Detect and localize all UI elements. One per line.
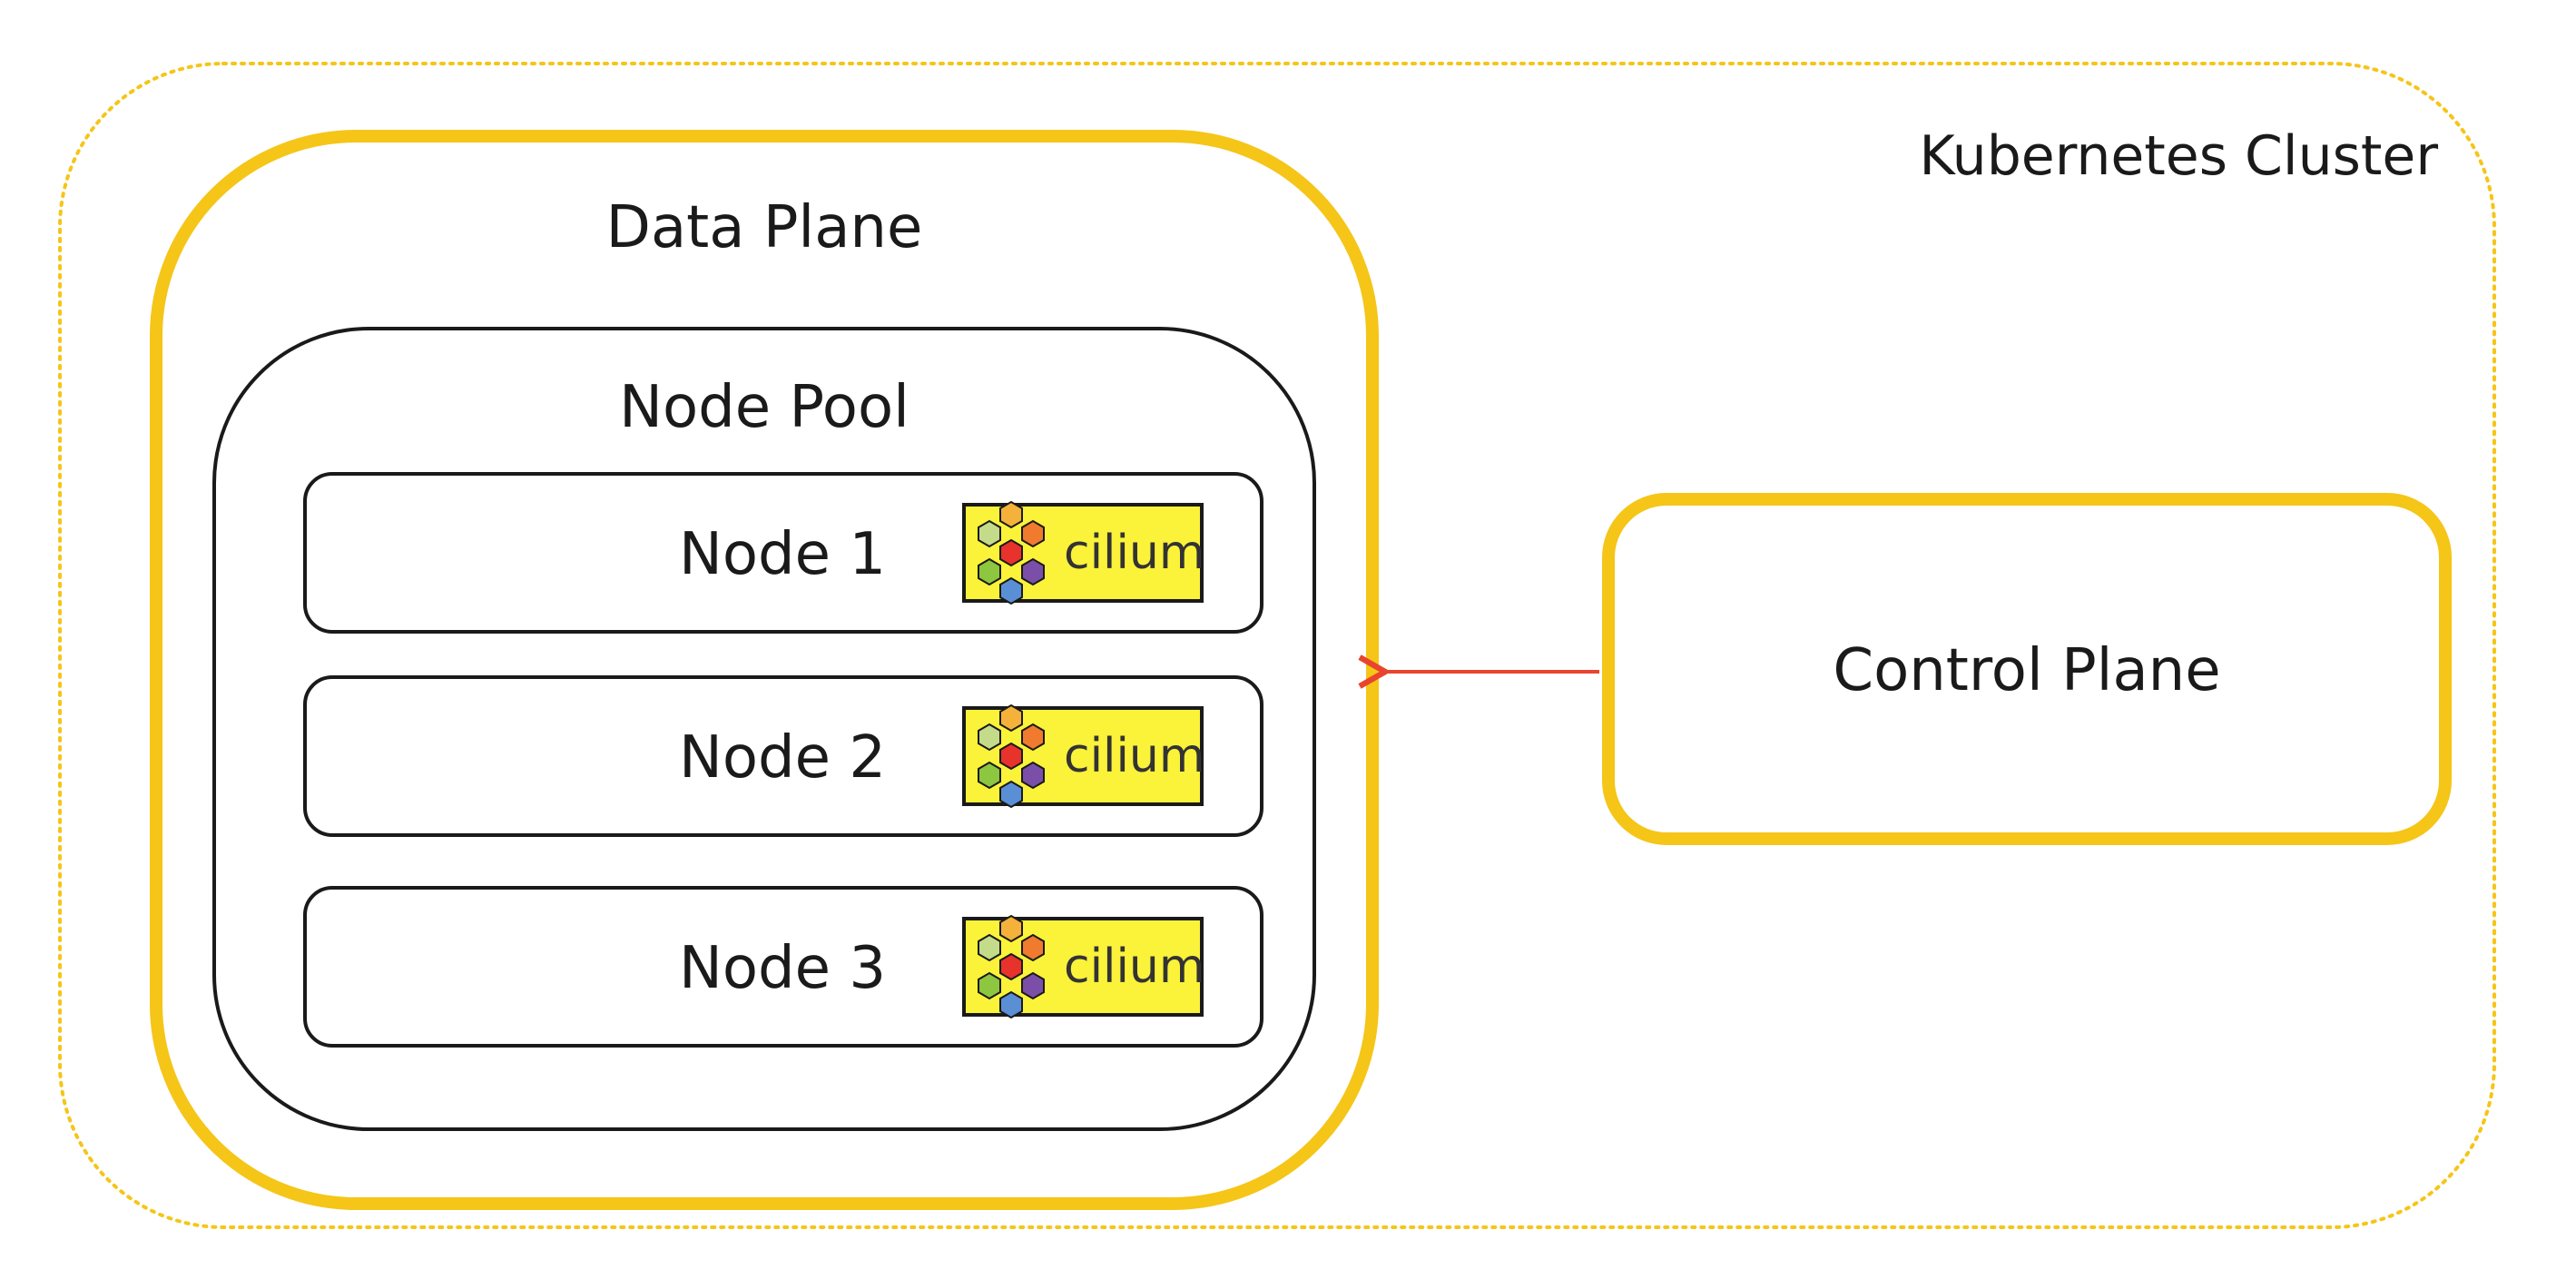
control-plane-label: Control Plane — [1833, 637, 2220, 704]
node-1-box — [303, 472, 1263, 634]
node-2-label: Node 2 — [679, 724, 886, 792]
cilium-badge: cilium — [962, 914, 1205, 1019]
control-plane-box — [1602, 493, 2452, 845]
cilium-hexagon-logo-icon — [978, 914, 1045, 1019]
cilium-badge-label: cilium — [1064, 526, 1205, 580]
cilium-badge-label: cilium — [1064, 940, 1205, 994]
node-pool: Node Pool Node 1 cilium — [212, 327, 1316, 1131]
kubernetes-cluster-label: Kubernetes Cluster — [1919, 124, 2438, 188]
node-3-label: Node 3 — [679, 935, 886, 1002]
cilium-badge: cilium — [962, 703, 1205, 809]
node-pool-box — [212, 327, 1316, 1131]
cilium-badge: cilium — [962, 500, 1205, 605]
node-3: Node 3 cilium — [303, 886, 1263, 1048]
node-1-label: Node 1 — [679, 521, 886, 588]
data-plane: Data Plane Node Pool Node 1 — [150, 130, 1379, 1210]
cilium-hexagon-logo-icon — [978, 500, 1045, 605]
control-plane: Control Plane — [1602, 493, 2452, 845]
node-1: Node 1 cilium — [303, 472, 1263, 634]
kubernetes-cluster: Kubernetes Cluster — [58, 62, 2496, 1229]
data-plane-label: Data Plane — [606, 194, 923, 261]
node-2: Node 2 cilium — [303, 675, 1263, 837]
node-2-box — [303, 675, 1263, 837]
cilium-hexagon-logo-icon — [978, 703, 1045, 809]
node-3-box — [303, 886, 1263, 1048]
data-plane-box — [150, 130, 1379, 1210]
cilium-badge-label: cilium — [1064, 729, 1205, 783]
node-pool-label: Node Pool — [619, 374, 909, 441]
kubernetes-cluster-boundary — [58, 62, 2496, 1229]
